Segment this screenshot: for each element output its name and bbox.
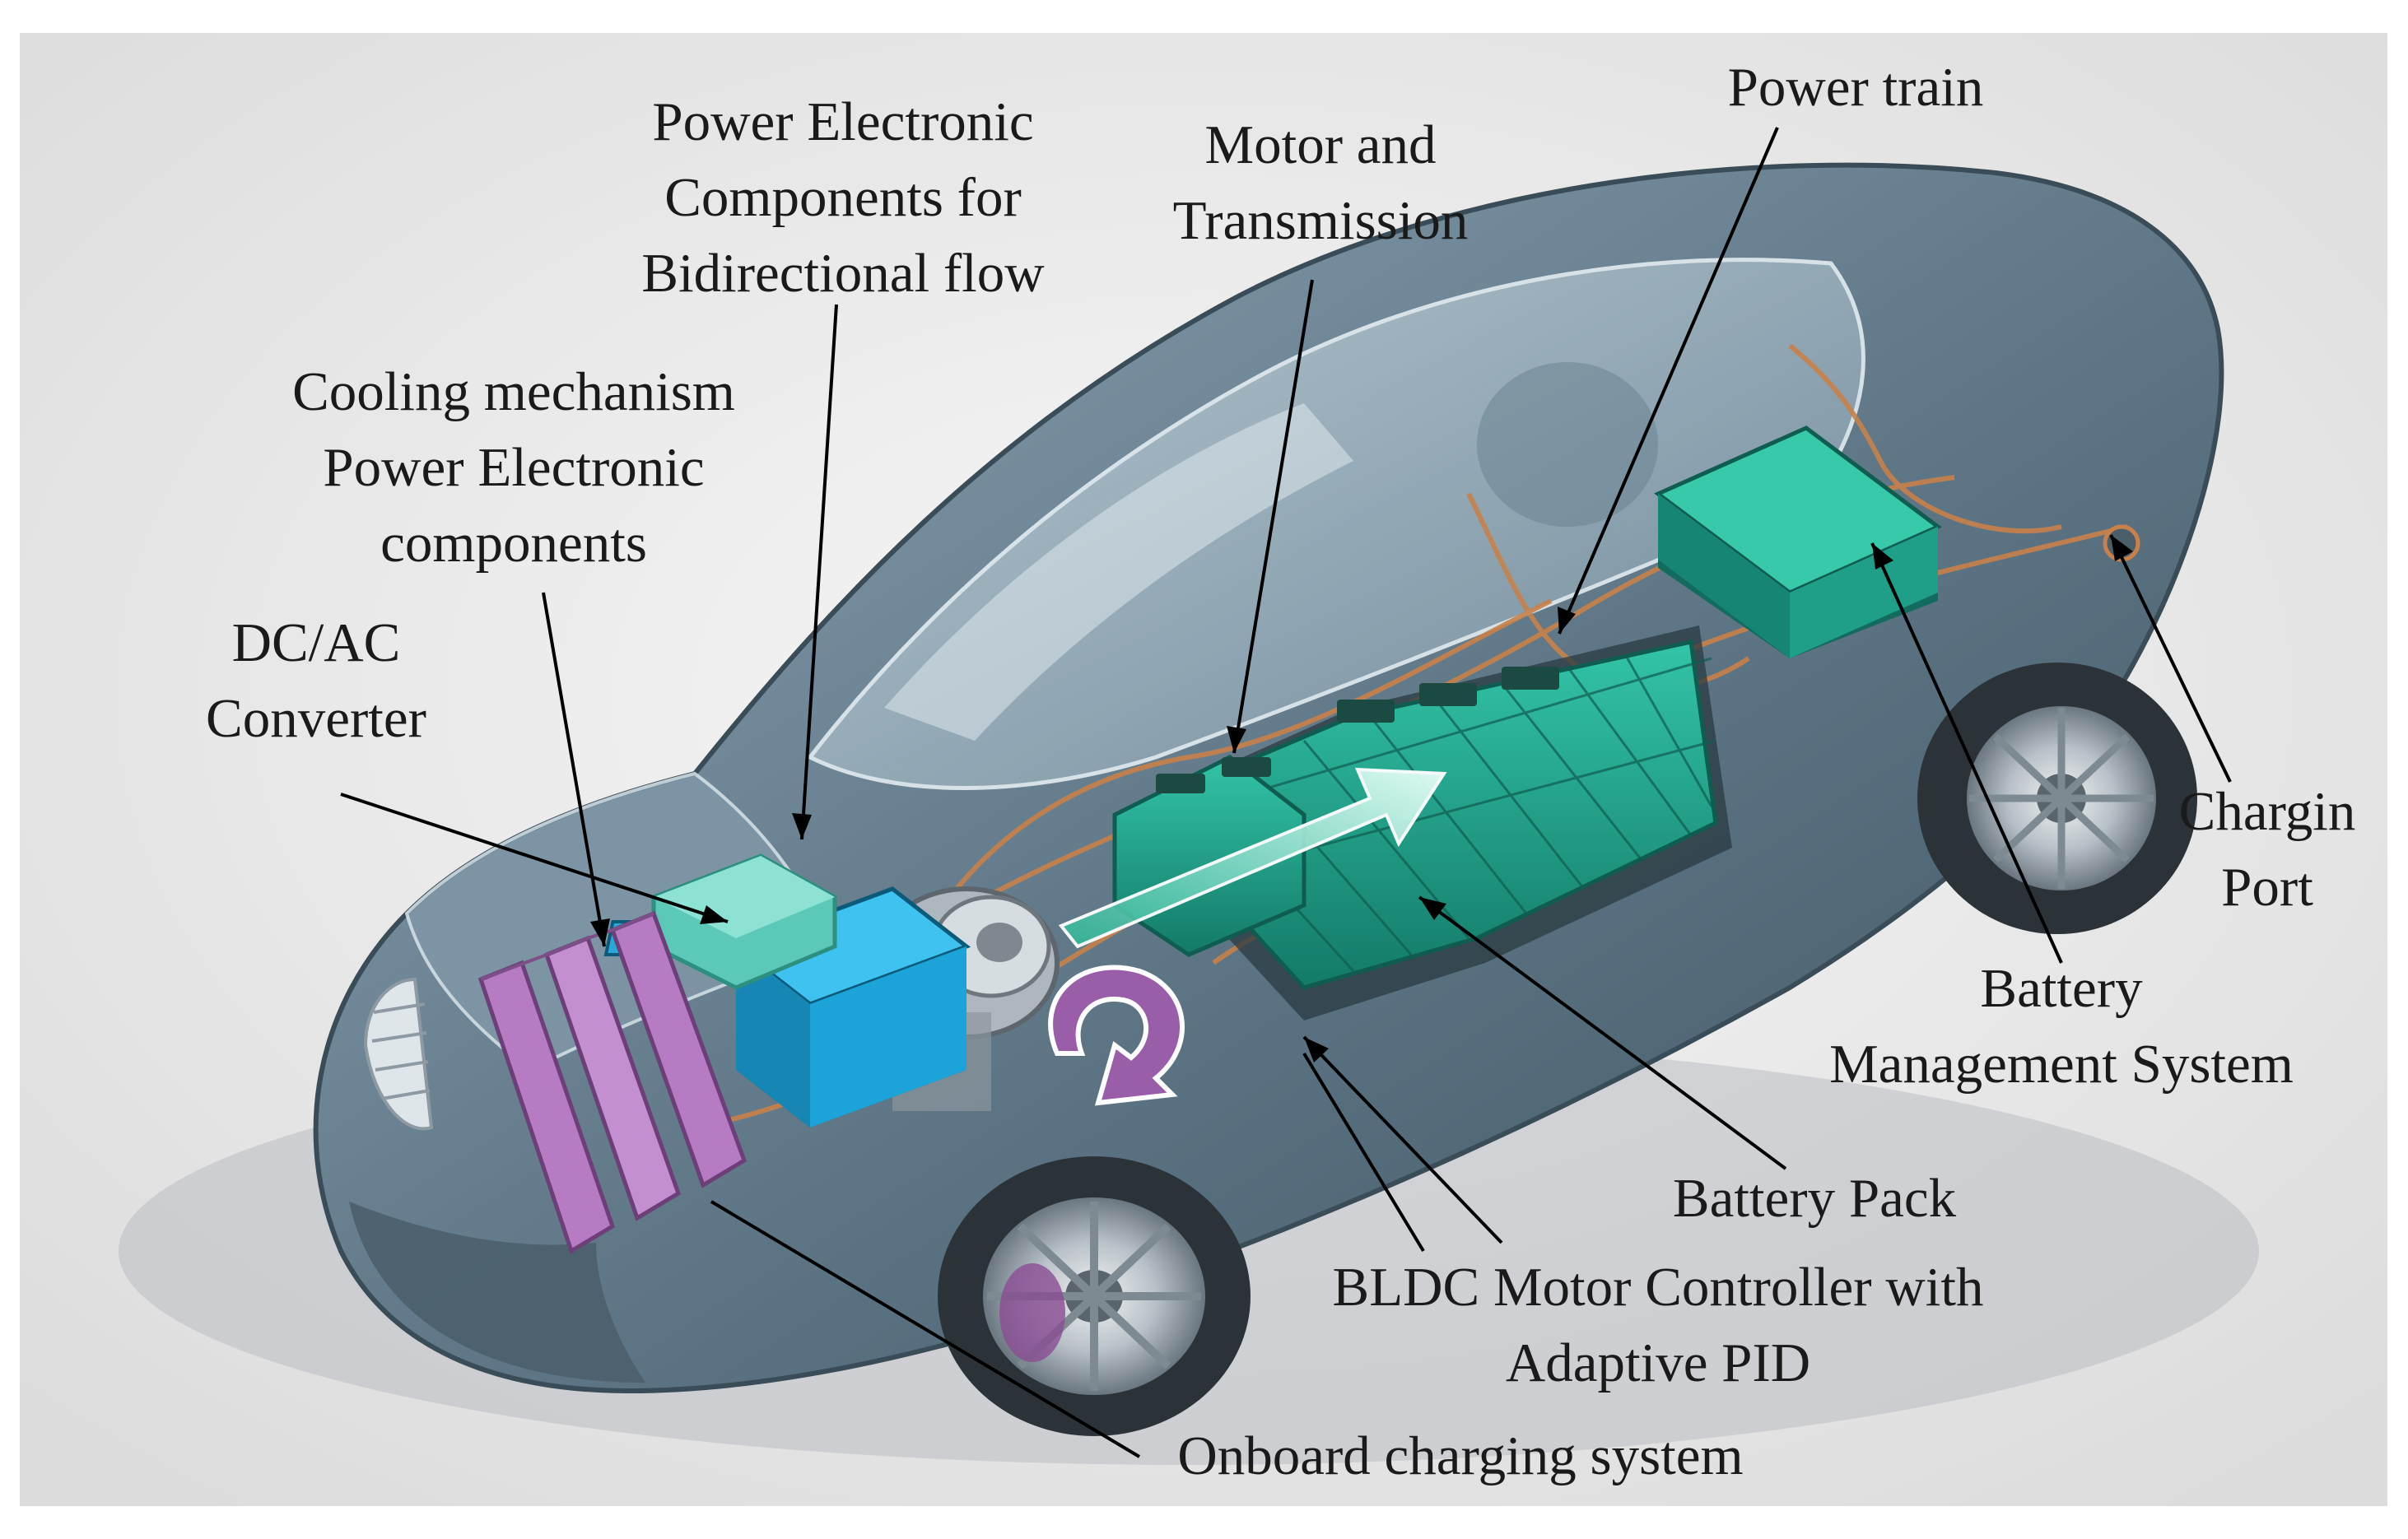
rear-wheel <box>1917 663 2197 934</box>
ev-illustration <box>20 33 2387 1506</box>
label-motor-transmission: Motor and Transmission <box>1139 107 1502 258</box>
label-line: Motor and <box>1204 114 1437 175</box>
leader-lines <box>340 127 2232 1458</box>
label-battery-pack: Battery Pack <box>1625 1160 2004 1236</box>
label-line: Port <box>2221 857 2313 918</box>
label-line: Cooling mechanism <box>292 361 735 422</box>
leader-arrowheads <box>590 535 2133 1062</box>
label-cooling-mechanism: Cooling mechanism Power Electronic compo… <box>250 354 777 581</box>
ev-cutaway-figure: Power Electronic Components for Bidirect… <box>20 33 2387 1506</box>
label-line: Power Electronic <box>652 91 1034 152</box>
label-line: Components for <box>664 167 1022 228</box>
label-line: DC/AC <box>231 612 401 673</box>
label-onboard-charging: Onboard charging system <box>1131 1418 1790 1494</box>
label-line: Power Electronic <box>323 437 705 498</box>
rotation-arrow <box>1048 965 1185 1106</box>
label-bldc-controller: BLDC Motor Controller with Adaptive PID <box>1320 1249 1996 1401</box>
label-line: Battery <box>1980 958 2143 1019</box>
label-power-train: Power train <box>1683 49 2028 125</box>
onboard-charging-modules <box>477 910 748 1254</box>
label-line: Management System <box>1829 1034 2294 1095</box>
label-line: Chargin <box>2178 781 2356 842</box>
front-grille <box>363 977 434 1131</box>
label-line: Converter <box>206 688 426 749</box>
front-wheel <box>938 1156 1251 1436</box>
label-line: Transmission <box>1172 190 1469 251</box>
windshield-highlight <box>884 403 1353 741</box>
battery-management-unit <box>1654 425 1942 658</box>
label-power-electronic-bidirectional: Power Electronic Components for Bidirect… <box>596 84 1090 311</box>
label-line: Adaptive PID <box>1505 1332 1811 1393</box>
label-line: BLDC Motor Controller with <box>1332 1257 1984 1318</box>
label-line: Bidirectional flow <box>641 243 1045 304</box>
label-line: Battery Pack <box>1672 1168 1957 1229</box>
label-charging-port: Chargin Port <box>2160 774 2374 925</box>
label-line: components <box>380 513 647 574</box>
label-battery-management-system: Battery Management System <box>1782 951 2341 1102</box>
label-dc-ac-converter: DC/AC Converter <box>184 605 448 756</box>
power-flow-arrow <box>1058 767 1447 949</box>
power-electronic-module <box>651 853 837 990</box>
rear-wheel-far <box>1477 362 1658 527</box>
label-line: Onboard charging system <box>1177 1425 1744 1486</box>
label-line: Power train <box>1727 57 1984 118</box>
